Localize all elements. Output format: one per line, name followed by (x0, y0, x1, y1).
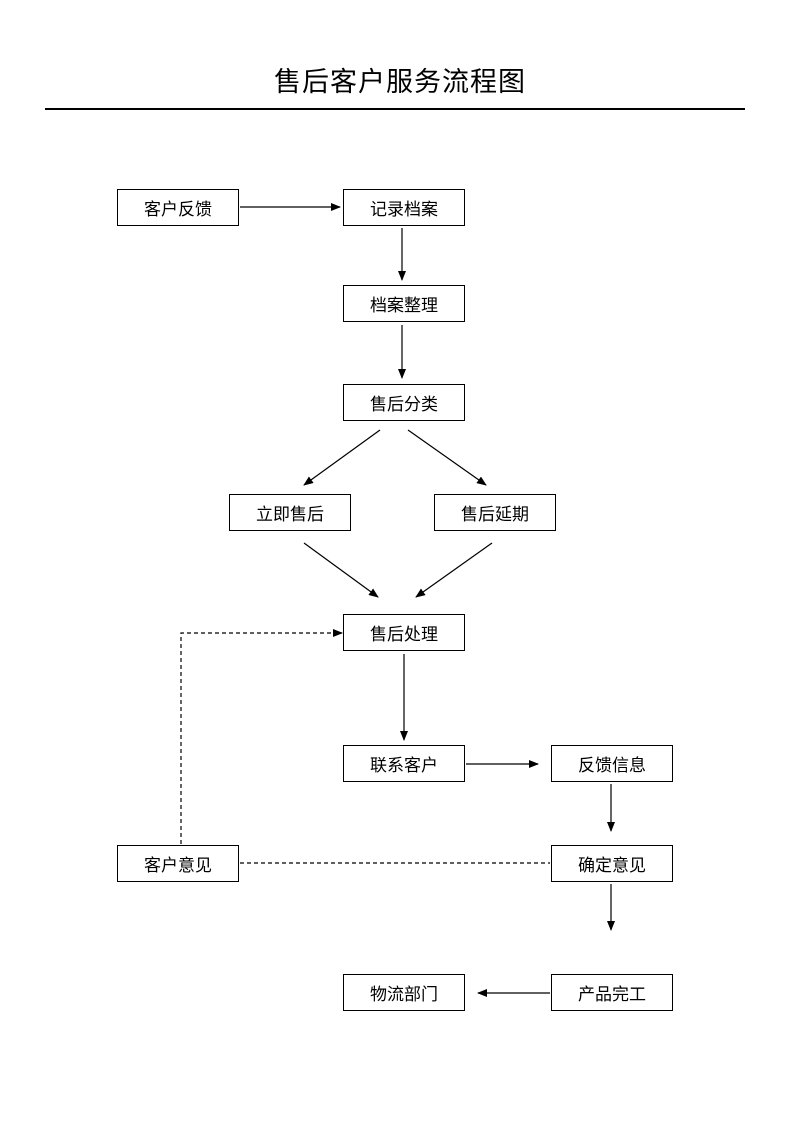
arrow-classify-to-immediate (303, 429, 381, 486)
node-confirm-opinion: 确定意见 (551, 845, 673, 882)
node-immediate-aftersales: 立即售后 (229, 494, 351, 531)
dashed-opinion-to-processing (180, 629, 343, 844)
arrow-delay-to-processing (415, 542, 493, 598)
node-customer-opinion: 客户意见 (117, 845, 239, 882)
page-title: 售后客户服务流程图 (274, 67, 526, 98)
node-feedback-info: 反馈信息 (551, 745, 673, 782)
node-archive-organize: 档案整理 (343, 285, 465, 322)
node-aftersales-delay: 售后延期 (434, 494, 556, 531)
arrow-classify-to-delay (407, 429, 487, 486)
arrow-immediate-to-processing (303, 542, 379, 598)
node-customer-feedback: 客户反馈 (117, 189, 239, 226)
node-contact-customer: 联系客户 (343, 745, 465, 782)
title-divider (45, 108, 745, 110)
node-aftersales-processing: 售后处理 (343, 614, 465, 651)
node-aftersales-classify: 售后分类 (343, 384, 465, 421)
node-logistics-department: 物流部门 (343, 974, 465, 1011)
node-product-completed: 产品完工 (551, 974, 673, 1011)
node-record-archive: 记录档案 (343, 189, 465, 226)
